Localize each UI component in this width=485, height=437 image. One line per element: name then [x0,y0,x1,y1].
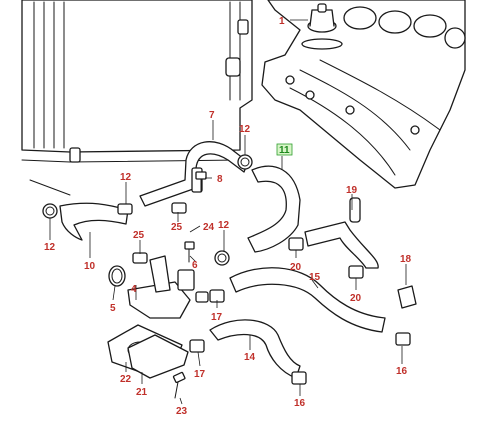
clamp-16-b [395,332,411,346]
hose-11 [247,165,301,253]
callout-1: 1 [279,16,285,27]
clamp-25-b [132,252,148,264]
callout-25-b: 25 [133,230,145,241]
callout-18: 18 [400,254,412,265]
callout-11-highlight [276,143,293,156]
callout-6: 6 [192,260,198,271]
callout-7: 7 [209,110,215,121]
water-inlet-pipe [127,255,209,319]
callout-12-mid: 12 [218,220,230,231]
callout-22: 22 [120,374,132,385]
leader-lines [49,19,407,405]
clamp-20-a [288,237,304,251]
clamp-20-b [348,265,364,279]
callout-12-left: 12 [44,242,56,253]
callout-17-b: 17 [194,369,206,380]
callout-8: 8 [217,174,223,185]
o-ring [108,265,126,287]
callout-16-b: 16 [396,366,408,377]
callout-24: 24 [203,222,215,233]
callout-21: 21 [136,387,148,398]
hose-14 [209,319,301,379]
clamp-25-a [171,202,187,214]
hose-10 [59,202,129,241]
radiator [21,0,253,196]
clamp-12-top [237,154,253,170]
callout-14: 14 [244,352,256,363]
callout-12-top: 12 [239,124,251,135]
hose-19 [304,197,379,269]
clamp-16-a [291,371,307,385]
bolt-8 [195,171,207,193]
clamp-17-b [189,339,205,353]
callout-17-a: 17 [211,312,223,323]
bolt-6 [184,241,195,263]
callouts: 1 7 12 11 8 12 19 25 24 12 25 12 10 6 20… [44,16,412,417]
thermostat [301,3,343,50]
callout-4: 4 [131,284,137,295]
callout-16-a: 16 [294,398,306,409]
callout-12-center: 12 [120,172,132,183]
intake-manifold [261,0,466,189]
clamp-12-center [117,203,133,215]
clamp-18 [397,285,417,309]
clamp-12-left [42,203,58,219]
water-outlet [127,334,189,379]
callout-11: 11 [279,145,290,156]
callout-23: 23 [176,406,188,417]
bolt-23 [172,371,186,399]
callout-25-a: 25 [171,222,183,233]
callout-5: 5 [110,303,116,314]
callout-20-a: 20 [290,262,302,273]
callout-20-b: 20 [350,293,362,304]
hose-15 [229,267,386,333]
callout-15: 15 [309,272,321,283]
clamp-12-mid [214,250,230,266]
callout-10: 10 [84,261,96,272]
callout-19: 19 [346,185,358,196]
